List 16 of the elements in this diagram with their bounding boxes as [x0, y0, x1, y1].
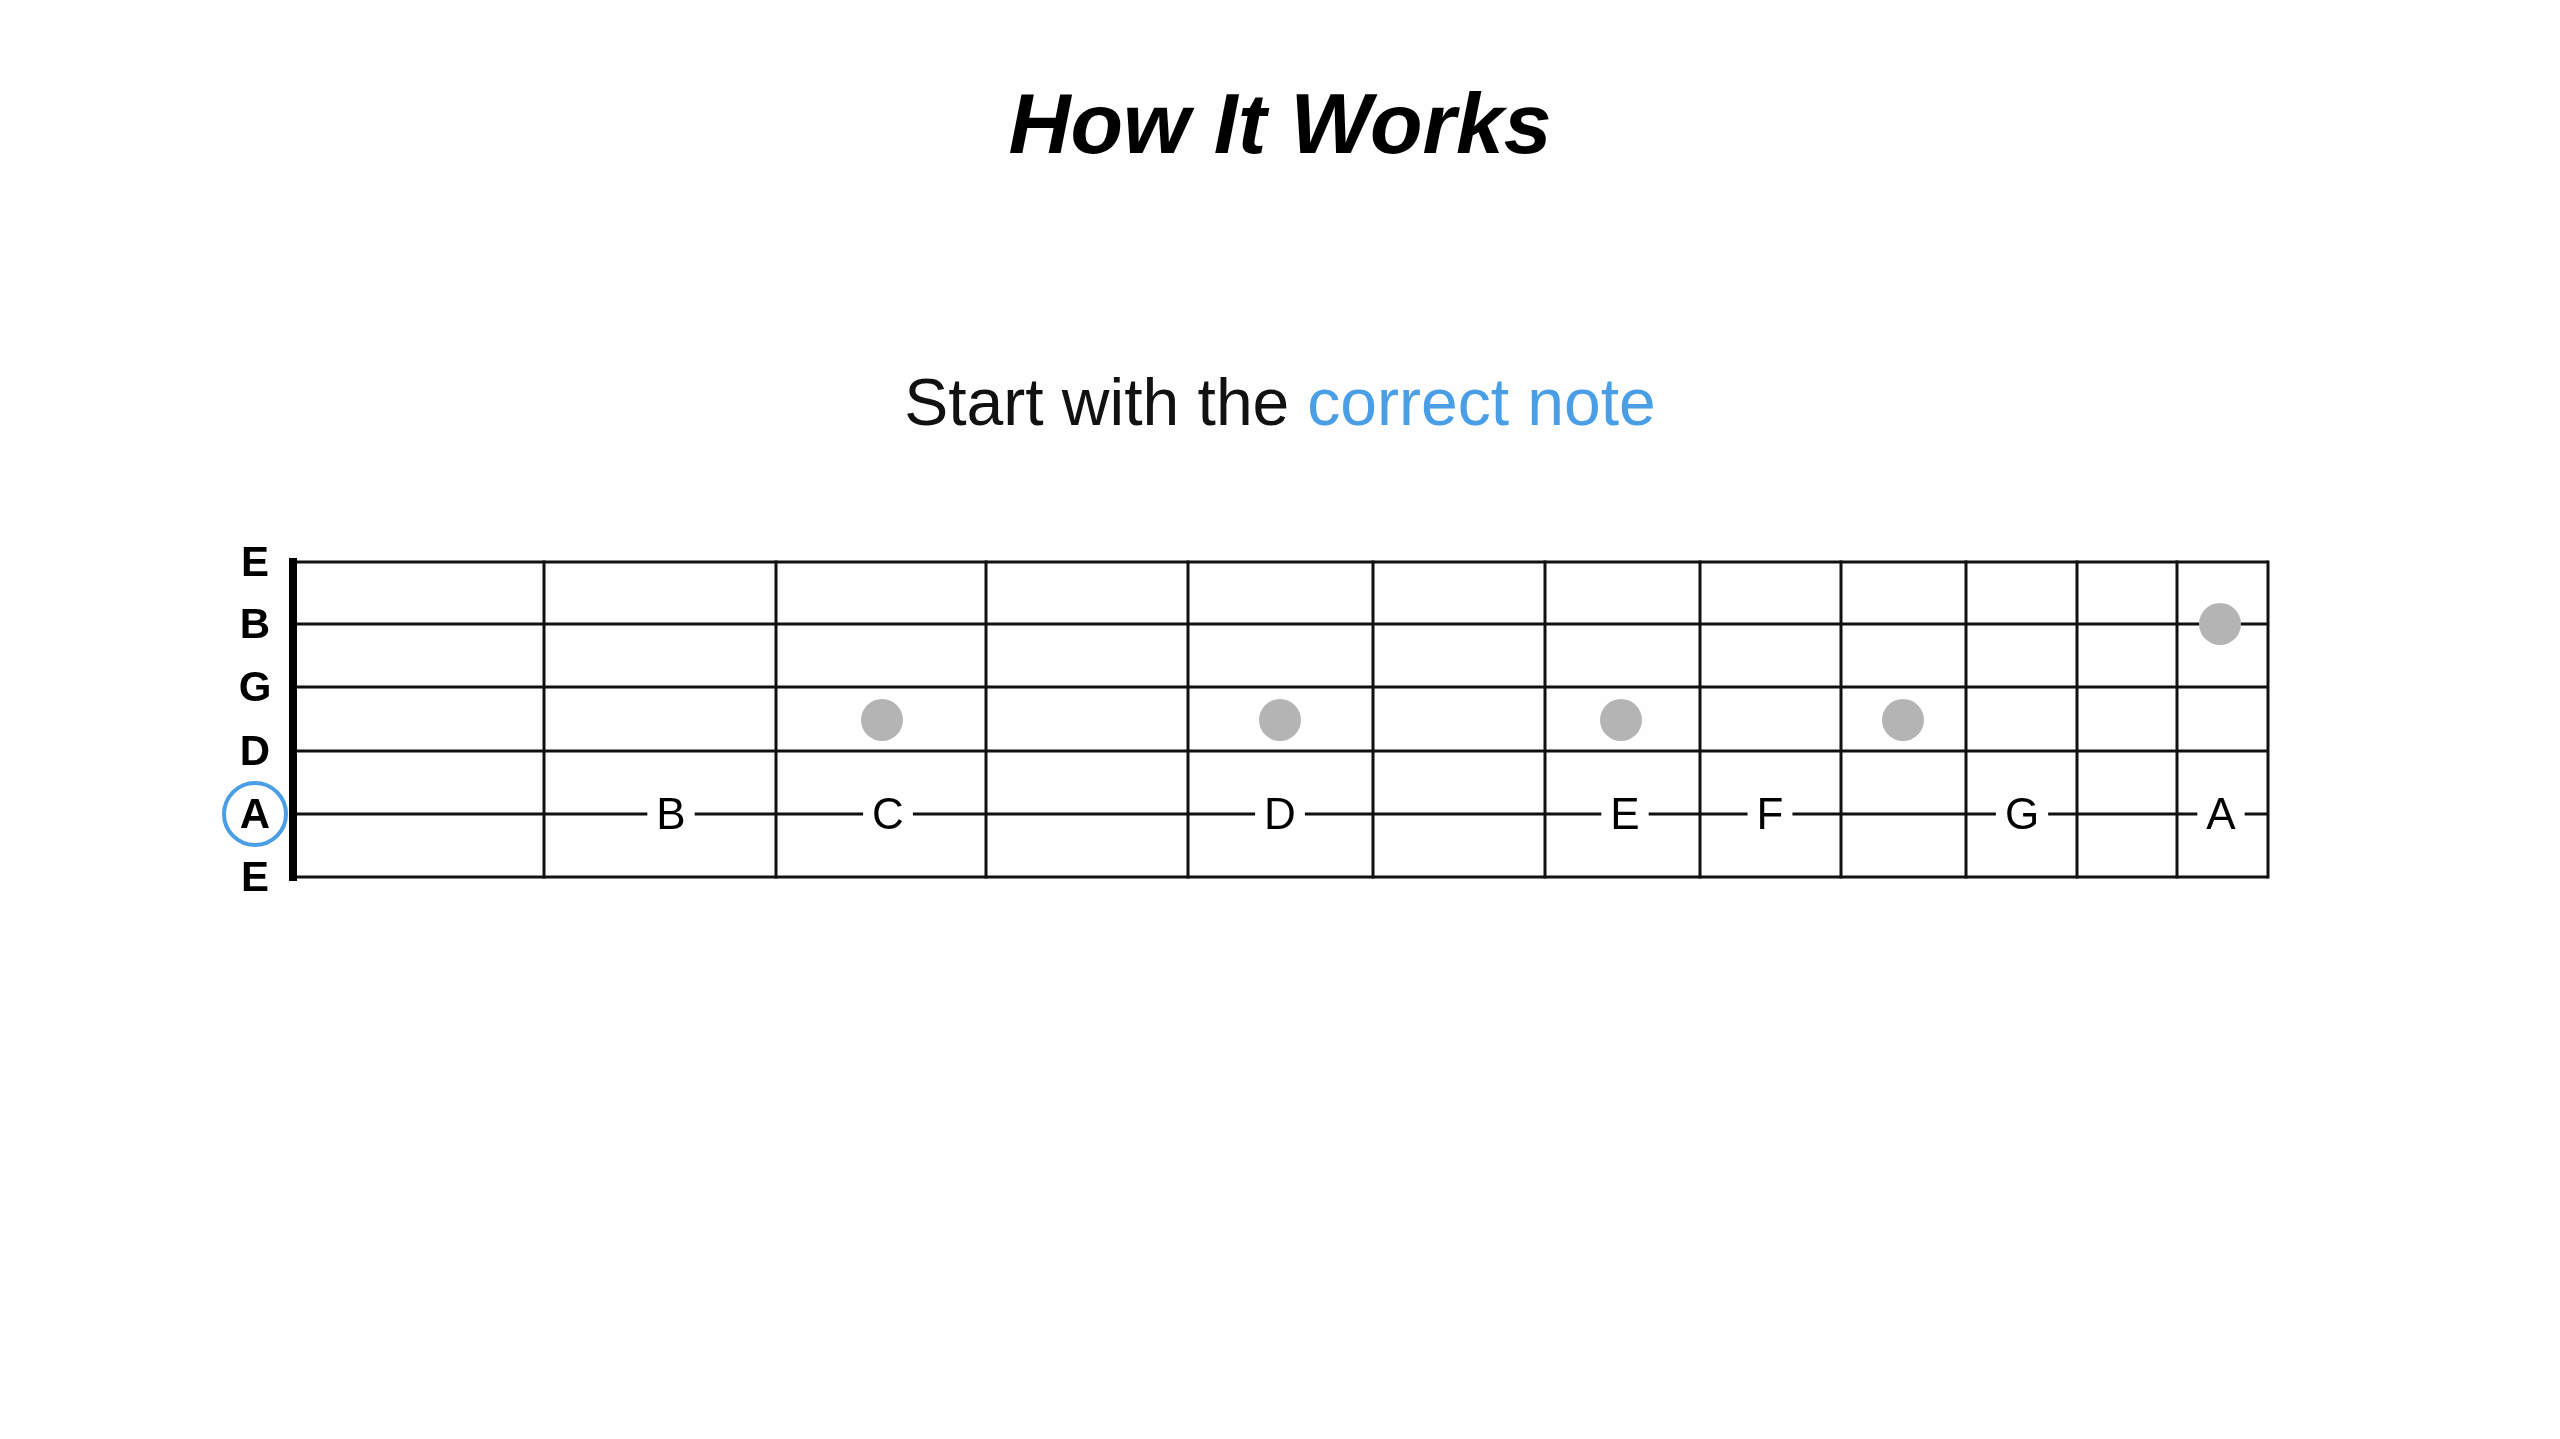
note-name: B: [656, 792, 686, 836]
string-name: E: [241, 856, 269, 898]
note-name: F: [1756, 792, 1784, 836]
note-name: C: [872, 792, 904, 836]
string-name: A: [239, 793, 271, 835]
note-name: E: [1610, 792, 1640, 836]
subtitle-text: Start with the: [904, 366, 1290, 439]
string-name: G: [238, 666, 272, 708]
note-name: D: [1264, 792, 1296, 836]
title: How It Works: [1008, 80, 1552, 166]
string-name: E: [241, 541, 269, 583]
string-name: D: [239, 730, 271, 772]
note-name: A: [2206, 792, 2236, 836]
string-name: B: [239, 603, 271, 645]
highlighted-text: correct note: [1307, 366, 1656, 439]
note-name: G: [2004, 792, 2040, 836]
